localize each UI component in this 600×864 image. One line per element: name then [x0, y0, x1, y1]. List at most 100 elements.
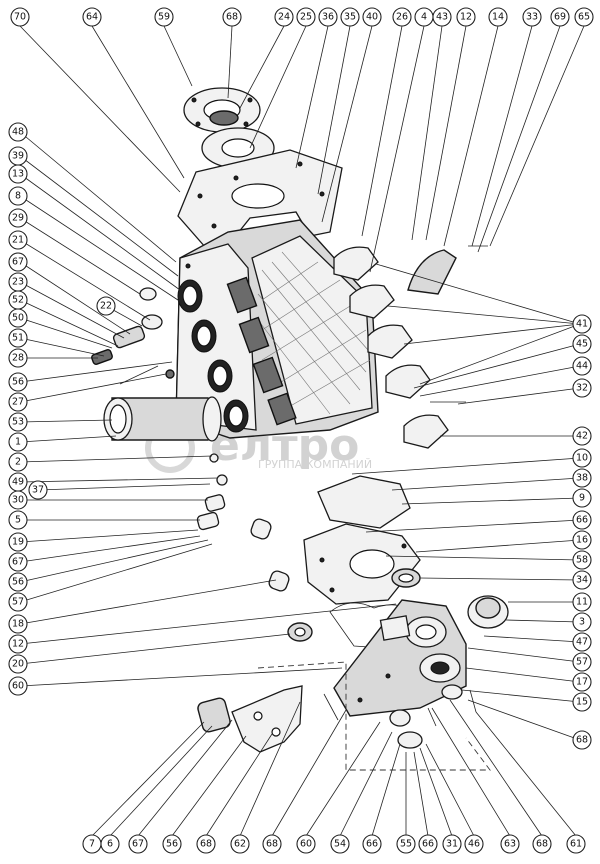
callout: 60	[296, 834, 316, 854]
front-cover	[333, 595, 509, 749]
callout: 39	[8, 146, 28, 166]
callout-label: 53	[12, 417, 24, 428]
callout: 31	[442, 834, 462, 854]
callout-label: 58	[576, 555, 588, 566]
callout: 37	[28, 480, 48, 500]
callout: 68	[262, 834, 282, 854]
callout-label: 20	[12, 659, 24, 670]
callout: 66	[572, 510, 592, 530]
callout-label: 8	[15, 191, 21, 202]
callout: 52	[8, 290, 28, 310]
callout-label: 68	[266, 839, 278, 850]
callout: 60	[8, 676, 28, 696]
callout-label: 57	[576, 657, 588, 668]
callout: 55	[396, 834, 416, 854]
callout: 66	[362, 834, 382, 854]
callout: 14	[488, 7, 508, 27]
callout-label: 42	[576, 431, 588, 442]
callout: 25	[296, 7, 316, 27]
parts-layer	[91, 87, 509, 771]
callout: 19	[8, 532, 28, 552]
callout: 35	[340, 7, 360, 27]
callout: 13	[8, 164, 28, 184]
callouts-floating: 22 37	[28, 296, 116, 500]
callout: 64	[82, 7, 102, 27]
callout: 62	[230, 834, 250, 854]
callout-label: 36	[322, 12, 334, 23]
callout-label: 59	[158, 12, 170, 23]
callout-label: 21	[12, 235, 24, 246]
callout-label: 32	[576, 383, 588, 394]
callout-label: 11	[576, 597, 588, 608]
callout-label: 67	[12, 557, 24, 568]
callout-label: 12	[460, 12, 472, 23]
callout-label: 30	[12, 495, 24, 506]
callout: 20	[8, 654, 28, 674]
callout: 38	[572, 468, 592, 488]
callout: 6	[100, 834, 120, 854]
callout: 70	[10, 7, 30, 27]
callout-label: 68	[576, 735, 588, 746]
callout-label: 50	[12, 313, 24, 324]
callout-label: 40	[366, 12, 378, 23]
callout: 36	[318, 7, 338, 27]
callout: 34	[572, 570, 592, 590]
leader-lines	[19, 25, 585, 837]
callout-label: 66	[422, 839, 434, 850]
callout-label: 16	[576, 535, 588, 546]
callout: 30	[8, 490, 28, 510]
callout: 49	[8, 472, 28, 492]
left-small-parts	[91, 287, 313, 642]
callout: 54	[330, 834, 350, 854]
callout: 47	[572, 632, 592, 652]
callout-label: 62	[234, 839, 246, 850]
callout-label: 60	[12, 681, 24, 692]
callout-label: 63	[504, 839, 516, 850]
callout-label: 3	[579, 617, 585, 628]
callout-label: 23	[12, 277, 24, 288]
callout-label: 1	[15, 437, 21, 448]
callout-label: 68	[536, 839, 548, 850]
callout-label: 61	[570, 839, 582, 850]
cylinder-liner	[103, 396, 222, 442]
callout-label: 27	[12, 397, 24, 408]
callout: 9	[572, 488, 592, 508]
callout: 12	[456, 7, 476, 27]
callout-label: 66	[366, 839, 378, 850]
callout-label: 33	[526, 12, 538, 23]
top-flange	[183, 87, 275, 169]
callout-label: 24	[278, 12, 290, 23]
callout-label: 34	[576, 575, 588, 586]
callout: 29	[8, 208, 28, 228]
callout-label: 12	[12, 639, 24, 650]
callout-label: 52	[12, 295, 24, 306]
callout-label: 54	[334, 839, 346, 850]
callout-label: 67	[132, 839, 144, 850]
callout: 67	[128, 834, 148, 854]
callout-label: 56	[12, 377, 24, 388]
callout: 68	[196, 834, 216, 854]
callout: 66	[418, 834, 438, 854]
callout-label: 43	[436, 12, 448, 23]
callout-label: 65	[578, 12, 590, 23]
callout-label: 48	[12, 127, 24, 138]
callout-label: 22	[100, 301, 112, 312]
callout-label: 66	[576, 515, 588, 526]
callout: 23	[8, 272, 28, 292]
dashed-outline	[257, 661, 491, 771]
callout-label: 29	[12, 213, 24, 224]
callout-label: 10	[576, 453, 588, 464]
callout: 45	[572, 334, 592, 354]
callout-label: 47	[576, 637, 588, 648]
callout-label: 49	[12, 477, 24, 488]
callout: 22	[96, 296, 116, 316]
callout-label: 64	[86, 12, 98, 23]
callout: 8	[8, 186, 28, 206]
callout-label: 70	[14, 12, 26, 23]
callout-label: 46	[468, 839, 480, 850]
callout-label: 13	[12, 169, 24, 180]
callout: 2	[8, 452, 28, 472]
callout: 67	[8, 252, 28, 272]
callout: 57	[8, 592, 28, 612]
